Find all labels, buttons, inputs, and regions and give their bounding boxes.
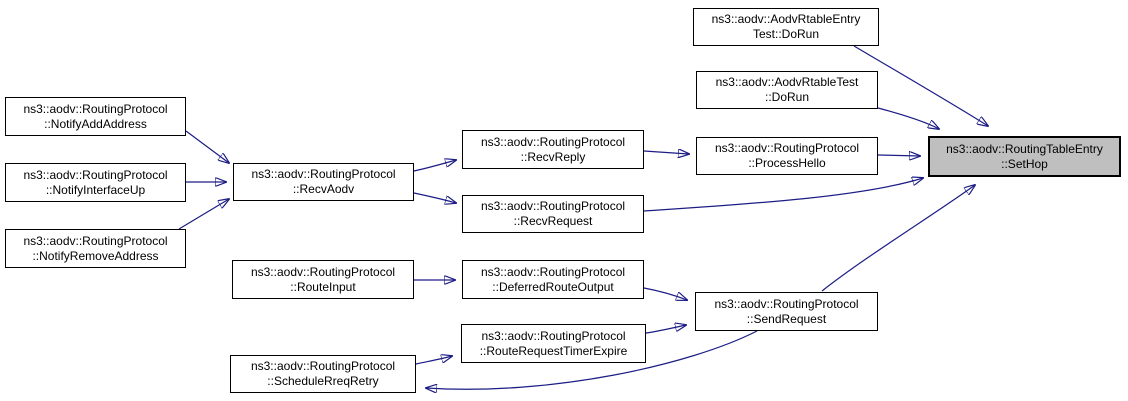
node-label-line1: ns3::aodv::RoutingProtocol — [23, 167, 168, 182]
node-label-line2: ::RecvAodv — [292, 182, 355, 196]
node-notify-remove-address[interactable]: ns3::aodv::RoutingProtocol ::NotifyRemov… — [5, 229, 186, 268]
node-label-line2: ::ProcessHello — [748, 156, 826, 170]
edge-aodv-rtable-entry-test-dorun-to-set-hop — [853, 45, 988, 126]
node-aodv-rtable-test-dorun[interactable]: ns3::aodv::AodvRtableTest ::DoRun — [696, 71, 878, 109]
edge-notify-remove-address-to-recv-aodv — [178, 199, 229, 230]
node-recv-reply[interactable]: ns3::aodv::RoutingProtocol ::RecvReply — [462, 130, 644, 169]
node-label-line2: ::SendRequest — [746, 311, 827, 326]
node-notify-add-address[interactable]: ns3::aodv::RoutingProtocol ::NotifyAddAd… — [5, 97, 186, 136]
node-label-line1: ns3::aodv::RoutingTableEntry — [946, 141, 1103, 156]
edge-send-request-to-set-hop — [821, 185, 975, 292]
node-label-line2: ::DoRun — [764, 90, 810, 104]
node-label-line2: ::SetHop — [1001, 156, 1048, 171]
node-label-line2: ::NotifyAddAddress — [44, 116, 147, 131]
node-label-line1: ns3::aodv::RoutingProtocol — [250, 359, 396, 373]
node-recv-request[interactable]: ns3::aodv::RoutingProtocol ::RecvRequest — [462, 195, 644, 233]
edge-notify-add-address-to-recv-aodv — [185, 130, 229, 163]
node-label-line1: ns3::aodv::RoutingProtocol — [481, 328, 626, 343]
edge-recv-reply-to-process-hello — [643, 151, 689, 154]
node-send-request[interactable]: ns3::aodv::RoutingProtocol ::SendRequest — [695, 292, 878, 331]
node-label-line1: ns3::aodv::RoutingProtocol — [250, 264, 396, 279]
node-label-line1: ns3::aodv::RoutingProtocol — [251, 167, 396, 181]
node-notify-interface-up[interactable]: ns3::aodv::RoutingProtocol ::NotifyInter… — [5, 163, 186, 202]
edge-aodv-rtable-test-dorun-to-set-hop — [877, 107, 939, 129]
node-label-line1: ns3::aodv::RoutingProtocol — [480, 264, 626, 279]
node-label-line2: ::RecvReply — [520, 149, 586, 164]
edge-recv-request-to-set-hop — [643, 178, 923, 212]
node-route-input[interactable]: ns3::aodv::RoutingProtocol ::RouteInput — [232, 260, 414, 299]
node-deferred-route-output[interactable]: ns3::aodv::RoutingProtocol ::DeferredRou… — [462, 260, 644, 299]
node-label-line2: ::NotifyRemoveAddress — [32, 248, 159, 263]
node-route-request-timer-expire[interactable]: ns3::aodv::RoutingProtocol ::RouteReques… — [461, 324, 646, 363]
edge-process-hello-to-set-hop — [877, 155, 920, 156]
node-label-line1: ns3::aodv::RoutingProtocol — [480, 134, 626, 149]
node-aodv-rtable-entry-test-dorun[interactable]: ns3::aodv::AodvRtableEntry Test::DoRun — [693, 8, 879, 46]
node-label-line2: ::RouteRequestTimerExpire — [479, 343, 628, 358]
node-label-line1: ns3::aodv::RoutingProtocol — [714, 141, 860, 155]
node-label-line2: ::RouteInput — [290, 279, 356, 294]
node-label-line1: ns3::aodv::RoutingProtocol — [23, 101, 168, 116]
edge-route-request-timer-expire-to-send-request — [645, 325, 686, 334]
edge-recv-aodv-to-recv-request — [413, 192, 456, 203]
edge-schedule-rreq-retry-to-route-request-timer-expire — [415, 356, 452, 365]
node-label-line1: ns3::aodv::RoutingProtocol — [480, 199, 626, 213]
node-schedule-rreq-retry[interactable]: ns3::aodv::RoutingProtocol ::ScheduleRre… — [230, 355, 416, 393]
node-label-line2: ::ScheduleRreqRetry — [267, 374, 379, 388]
node-label-line1: ns3::aodv::RoutingProtocol — [714, 296, 859, 311]
node-set-hop: ns3::aodv::RoutingTableEntry ::SetHop — [928, 136, 1121, 177]
node-label-line2: Test::DoRun — [752, 27, 820, 41]
node-recv-aodv[interactable]: ns3::aodv::RoutingProtocol ::RecvAodv — [233, 163, 414, 201]
node-process-hello[interactable]: ns3::aodv::RoutingProtocol ::ProcessHell… — [696, 137, 878, 175]
node-label-line1: ns3::aodv::RoutingProtocol — [23, 233, 168, 248]
edge-deferred-route-output-to-send-request — [643, 287, 687, 300]
edge-recv-aodv-to-recv-reply — [413, 160, 456, 172]
edge-send-request-to-schedule-rreq-retry — [426, 330, 758, 389]
node-label-line2: ::RecvRequest — [513, 214, 593, 228]
node-label-line1: ns3::aodv::AodvRtableTest — [715, 75, 859, 89]
node-label-line1: ns3::aodv::AodvRtableEntry — [711, 12, 861, 26]
node-label-line2: ::NotifyInterfaceUp — [45, 182, 146, 197]
node-label-line2: ::DeferredRouteOutput — [492, 279, 614, 294]
